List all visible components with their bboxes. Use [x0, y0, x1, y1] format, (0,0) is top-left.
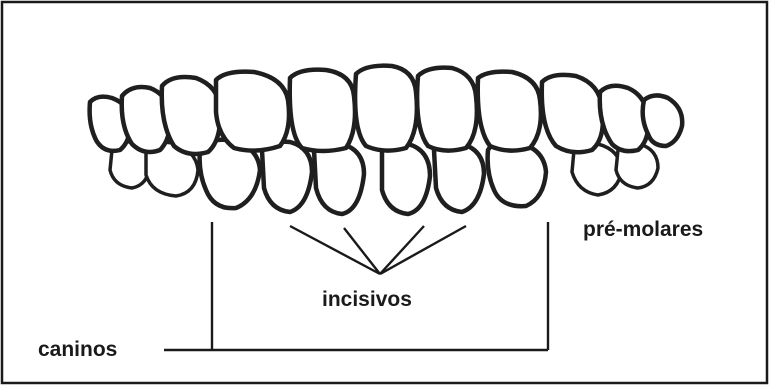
lower-incisor-4 — [434, 144, 484, 212]
label-canines: caninos — [38, 338, 117, 361]
label-premolars: pré-molares — [583, 218, 703, 241]
lower-incisor-1 — [262, 142, 312, 212]
dental-arch-illustration — [90, 66, 683, 214]
label-incisors: incisivos — [322, 288, 412, 311]
lower-incisor-3 — [382, 144, 430, 214]
upper-incisor-lateral-right — [478, 72, 541, 151]
upper-incisor-central-left — [355, 66, 417, 151]
upper-incisor-lateral-left — [290, 70, 355, 151]
upper-canine-left — [216, 72, 289, 151]
upper-premolar-left-1 — [162, 77, 221, 154]
upper-incisor-central-right — [417, 68, 477, 151]
upper-canine-right — [542, 75, 603, 152]
lower-incisor-2 — [314, 144, 364, 214]
upper-molar-far-right — [643, 95, 683, 146]
